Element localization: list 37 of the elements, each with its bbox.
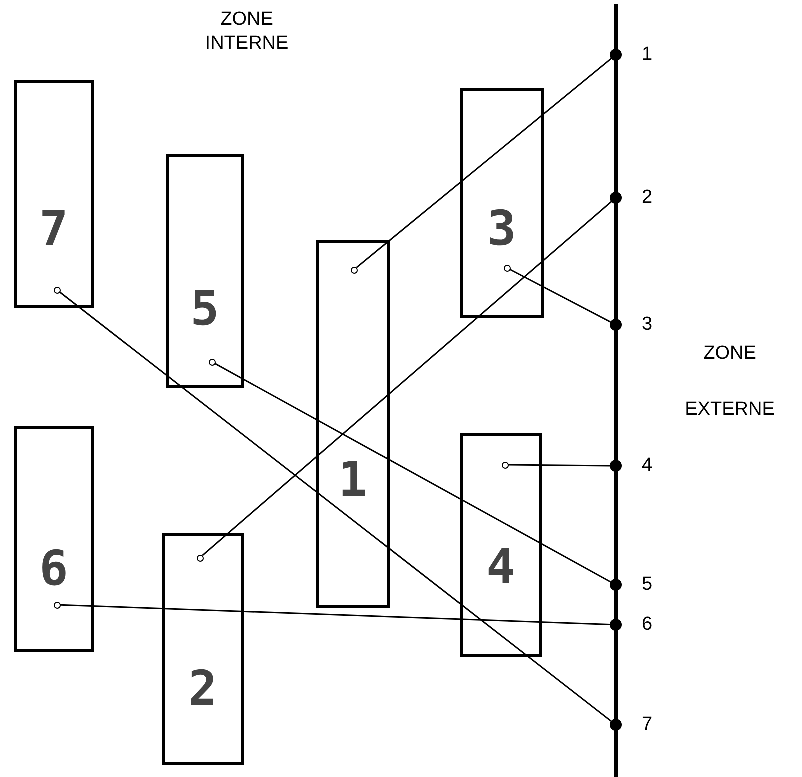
display-panel xyxy=(460,88,544,318)
dot-matrix-digit: 5 xyxy=(190,285,220,333)
connecting-line xyxy=(510,268,612,323)
terminal-number: 4 xyxy=(642,456,653,475)
dot-matrix-digit: 6 xyxy=(40,545,68,593)
connection-point xyxy=(502,462,508,468)
connection-point xyxy=(196,554,204,562)
display-panel xyxy=(162,533,244,765)
connection-point xyxy=(350,266,358,274)
dot-matrix-digit: 2 xyxy=(188,665,218,713)
zone-label: ZONE EXTERNE xyxy=(684,342,776,422)
dot-matrix-digit: 1 xyxy=(338,456,368,504)
terminal-number: 1 xyxy=(642,45,653,64)
terminal-number: 6 xyxy=(642,615,653,634)
dot-matrix-digit: 3 xyxy=(488,205,516,253)
display-panel xyxy=(14,426,94,652)
dot-matrix-digit: 4 xyxy=(486,543,516,591)
connecting-line xyxy=(508,464,610,467)
connection-point xyxy=(208,358,216,366)
connecting-line xyxy=(214,363,612,583)
display-panel xyxy=(460,433,542,657)
terminal-number: 5 xyxy=(642,575,653,594)
terminal-number: 7 xyxy=(642,715,653,734)
connecting-line xyxy=(60,604,610,626)
display-panel xyxy=(316,240,390,608)
connecting-line xyxy=(356,58,612,268)
terminal-number: 3 xyxy=(642,315,653,334)
connection-point xyxy=(54,286,60,294)
connecting-line xyxy=(59,292,612,722)
connection-point xyxy=(54,602,60,608)
display-panel xyxy=(14,80,94,308)
terminal-number: 2 xyxy=(642,188,653,207)
zone-label: ZONE INTERNE xyxy=(204,8,290,56)
connecting-line xyxy=(202,201,612,556)
dot-matrix-digit: 7 xyxy=(40,205,68,253)
connection-point xyxy=(504,264,510,272)
display-panel xyxy=(166,154,244,388)
